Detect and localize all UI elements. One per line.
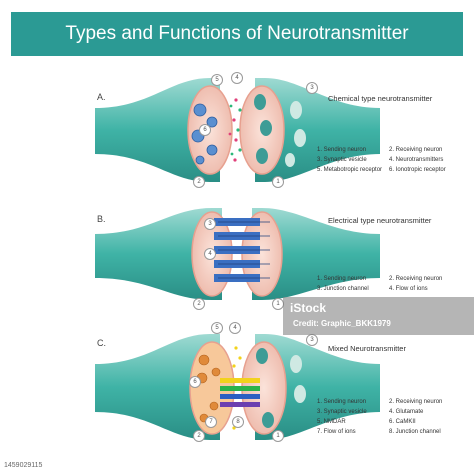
legend-b: 1. Sending neuron 2. Receiving neuron 3.… [317, 276, 469, 292]
callout-marker: 2 [193, 298, 205, 310]
legend-item: 4. Glutamate [389, 409, 424, 415]
legend-item: 6. Ionotropic receptor [389, 167, 446, 173]
stock-watermark-overlay [283, 297, 474, 335]
legend-item: 2. Receiving neuron [389, 276, 443, 282]
legend-item: 1. Sending neuron [317, 147, 367, 153]
legend-item: 5. Metabotropic receptor [317, 167, 383, 173]
callout-marker: 7 [205, 416, 217, 428]
callout-marker: 1 [272, 176, 284, 188]
legend-item: 5. NMDAR [317, 419, 346, 425]
synaptic-vesicles [196, 354, 221, 423]
chemical-synapse-illustration [95, 78, 380, 182]
panel-caption-b: Electrical type neurotransmitter [328, 216, 432, 225]
receptors [256, 348, 306, 428]
legend-item: 1. Sending neuron [317, 276, 367, 282]
sending-neuron-shape [95, 78, 220, 182]
callout-marker: 1 [272, 430, 284, 442]
panel-chemical: A. Chemical type neurotransmitter 1. Sen… [0, 70, 474, 195]
stock-id: 1459029115 [4, 462, 43, 469]
callout-marker: 4 [231, 72, 243, 84]
callout-marker: 3 [306, 334, 318, 346]
sending-neuron-shape [95, 208, 222, 300]
legend-item: 3. Synaptic vesicle [317, 157, 367, 163]
callout-marker: 6 [199, 124, 211, 136]
title-banner: Types and Functions of Neurotransmitter [11, 12, 463, 56]
channel-bars [220, 378, 260, 407]
mixed-synapse-illustration [95, 334, 380, 440]
neurotransmitter-particles [228, 98, 242, 162]
callout-marker: 5 [211, 74, 223, 86]
legend-item: 6. CaMKII [389, 419, 416, 425]
callout-marker: 4 [204, 248, 216, 260]
legend-item: 4. Neurotransmitters [389, 157, 444, 163]
section-letter-a: A. [97, 92, 106, 102]
panel-mixed: C. Mixed Neurotransmitter 1. Sending neu… [0, 320, 474, 460]
legend-item: 3. Synaptic vesicle [317, 409, 367, 415]
legend-item: 2. Receiving neuron [389, 147, 443, 153]
callout-marker: 2 [193, 430, 205, 442]
callout-marker: 5 [211, 322, 223, 334]
sending-neuron-shape [95, 334, 220, 440]
panel-caption-c: Mixed Neurotransmitter [328, 344, 406, 353]
synaptic-vesicles [191, 103, 218, 165]
legend-item: 4. Flow of ions [389, 286, 428, 292]
ion-flow-arrows [218, 221, 270, 279]
receiving-neuron-shape [252, 208, 380, 300]
legend-c: 1. Sending neuron 2. Receiving neuron 3.… [317, 399, 469, 435]
legend-item: 2. Receiving neuron [389, 399, 443, 405]
watermark-credit: Credit: Graphic_BKK1979 [293, 319, 391, 328]
legend-item: 1. Sending neuron [317, 399, 367, 405]
legend-item: 7. Flow of ions [317, 429, 356, 435]
callout-marker: 3 [204, 218, 216, 230]
panel-caption-a: Chemical type neurotransmitter [328, 94, 433, 103]
legend-item: 8. Junction channel [389, 429, 441, 435]
legend-a: 1. Sending neuron 2. Receiving neuron 3.… [317, 147, 469, 173]
electrical-synapse-illustration [95, 208, 380, 300]
page-title: Types and Functions of Neurotransmitter [65, 23, 409, 44]
callout-marker: 4 [229, 322, 241, 334]
legend-item: 3. Junction channel [317, 286, 369, 292]
callout-marker: 2 [193, 176, 205, 188]
callout-marker: 8 [232, 416, 244, 428]
receptors [254, 94, 306, 167]
watermark-logo: iStock [290, 301, 327, 315]
section-letter-c: C. [97, 338, 106, 348]
receiving-neuron-shape [255, 334, 380, 440]
panel-electrical: B. Electrical type neurotransmitter 1. S… [0, 200, 474, 312]
callout-marker: 6 [189, 376, 201, 388]
section-letter-b: B. [97, 214, 106, 224]
callout-marker: 3 [306, 82, 318, 94]
